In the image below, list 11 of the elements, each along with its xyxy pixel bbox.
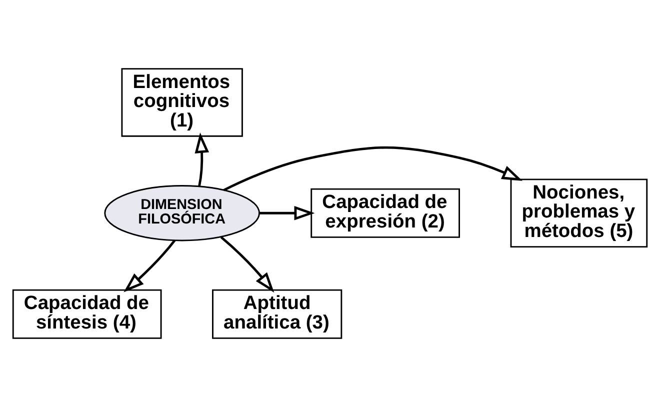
- node-ellipse: DIMENSION FILOSÓFICA: [104, 185, 260, 242]
- arrow: [124, 239, 176, 292]
- node-box: Capacidad de expresión (2): [310, 188, 460, 238]
- node-box: Capacidad de síntesis (4): [12, 289, 162, 339]
- node-box: Nociones, problemas y métodos (5): [510, 178, 648, 248]
- node-box: Elementos cognitivos (1): [121, 68, 243, 137]
- arrow: [260, 206, 315, 220]
- arrow: [223, 146, 523, 192]
- arrow: [194, 132, 210, 187]
- node-box: Aptitud analítica (3): [212, 289, 342, 339]
- arrow: [220, 236, 274, 293]
